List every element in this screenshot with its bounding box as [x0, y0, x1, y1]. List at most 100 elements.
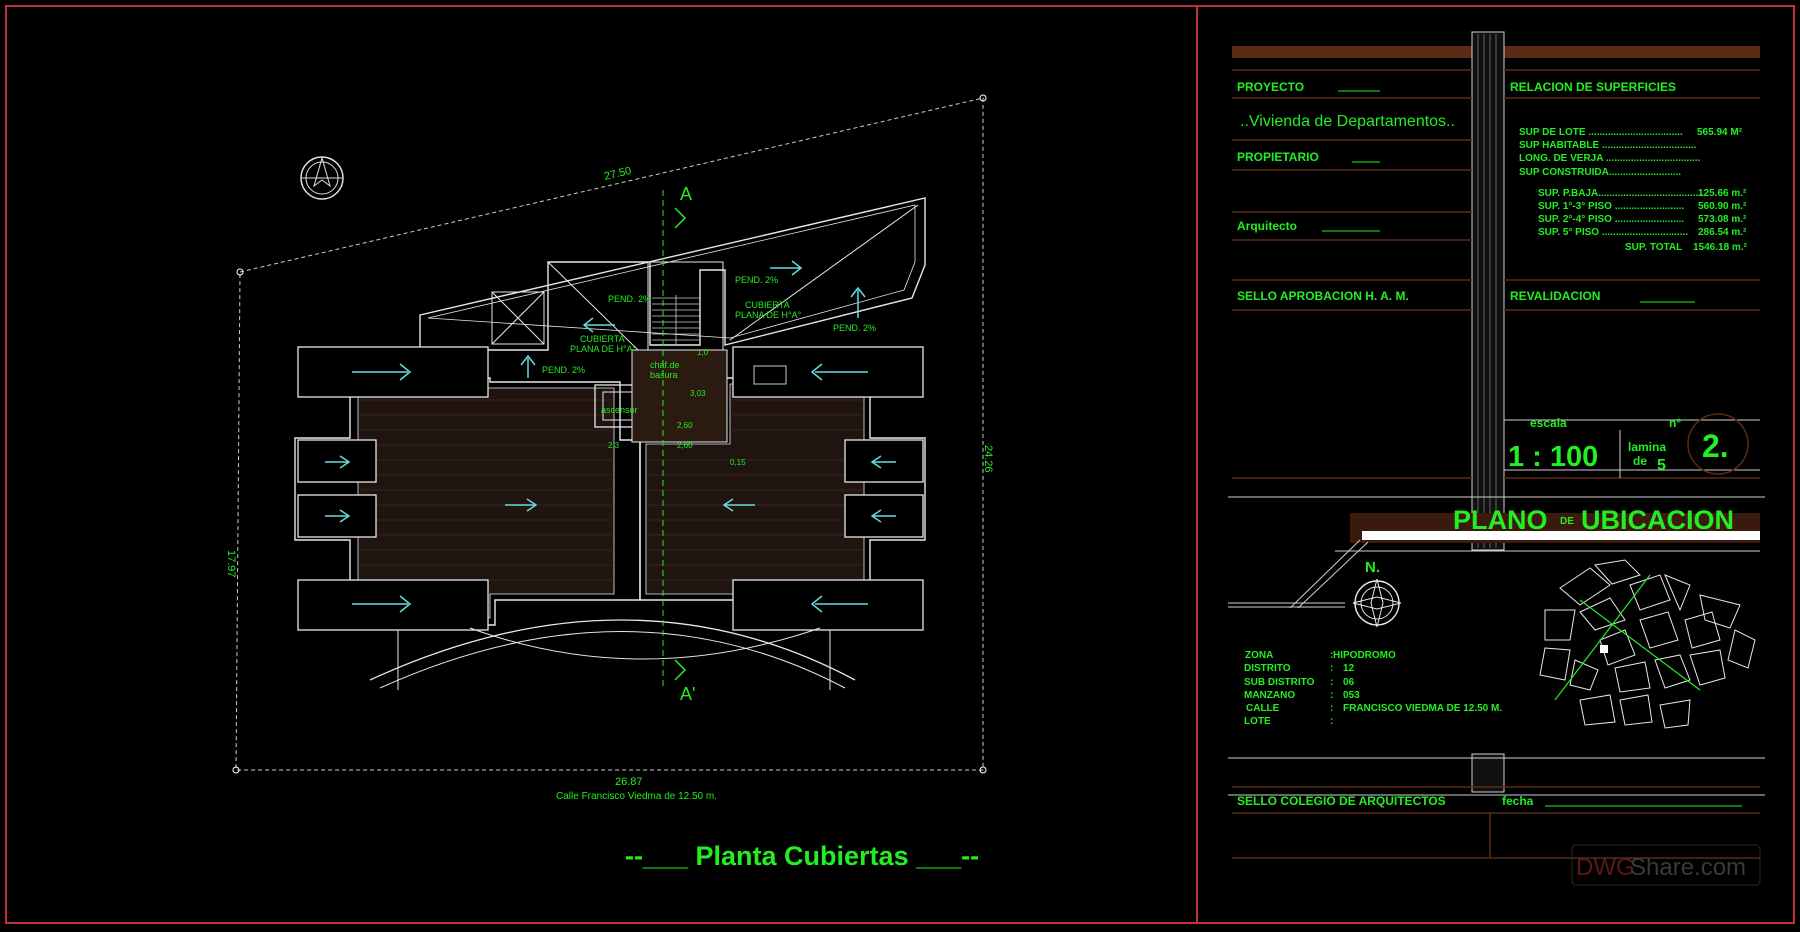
diagonal-line	[729, 204, 919, 341]
roof-label: PLANA DE H°A°	[570, 344, 637, 354]
arrow-left-icon	[722, 498, 755, 512]
roof-plan: A A' PEND. 2% PEND. 2% PEND. 2% PEND. 2%…	[225, 94, 994, 871]
plan-title: --___ Planta Cubiertas ___--	[625, 841, 979, 871]
watermark-logo: DWG	[1576, 854, 1635, 881]
arrow-left-icon	[870, 509, 896, 523]
surface-value: 565.94 M²	[1697, 127, 1743, 138]
slope-label: PEND. 2%	[608, 294, 651, 304]
lot-marker-icon	[1600, 645, 1608, 653]
elevator-label: ascensor	[601, 405, 638, 415]
curved-facade	[369, 619, 856, 681]
svg-text::: :	[1330, 703, 1333, 714]
numero-circle	[1687, 413, 1749, 475]
title-block: PROYECTO ..Vivienda de Departamentos.. P…	[1228, 31, 1765, 886]
location-key: SUB DISTRITO	[1244, 677, 1315, 688]
chimney-label: basura	[650, 370, 678, 380]
dim-label: 2,60	[677, 441, 693, 450]
lamina-label: lamina	[1628, 440, 1666, 454]
floor-value: 560.90 m.²	[1698, 201, 1747, 212]
section-label-a: A	[680, 184, 692, 204]
stair-steps	[652, 295, 700, 345]
curved-canopy	[469, 627, 821, 660]
roof-label: PLANA DE H°A°	[735, 310, 802, 320]
location-map	[1539, 559, 1756, 729]
balcony-right-1	[844, 439, 924, 483]
svg-text::: :	[1330, 690, 1333, 701]
arrow-left-icon	[810, 363, 868, 381]
arrow-up-icon	[850, 286, 866, 318]
road-stripe	[1362, 531, 1760, 540]
propietario-label: PROPIETARIO	[1237, 150, 1319, 164]
surface-label: SUP DE LOTE ............................…	[1519, 127, 1683, 138]
chimney-label: chaf.de	[650, 360, 680, 370]
lot-boundary	[235, 97, 984, 771]
numero-label: n°	[1669, 416, 1681, 430]
floor-label: SUP. P.BAJA.............................…	[1538, 188, 1707, 199]
location-value: HIPODROMO	[1333, 650, 1396, 661]
svg-text::: :	[1330, 716, 1333, 727]
diagonal-line	[547, 261, 641, 353]
dim-top: 27.50	[603, 165, 633, 183]
lamina-value: 5	[1657, 457, 1666, 474]
floor-label: SUP. 1°-3° PISO ........................…	[1538, 201, 1684, 212]
surface-label: SUP CONSTRUIDA..........................	[1519, 167, 1681, 178]
watermark-box	[1571, 844, 1761, 886]
arrow-right-icon	[325, 509, 351, 523]
dim-label: 2,60	[677, 421, 693, 430]
arrow-right-icon	[325, 455, 351, 469]
numero-value: 2.	[1702, 428, 1729, 464]
skylight-box	[491, 291, 545, 345]
arrow-right-icon	[352, 595, 412, 613]
sheet-border	[5, 5, 1795, 924]
location-value: FRANCISCO VIEDMA DE 12.50 M.	[1343, 703, 1502, 714]
relacion-label: RELACION DE SUPERFICIES	[1510, 80, 1676, 94]
location-key: LOTE	[1244, 716, 1271, 727]
section-arrow-icon	[674, 207, 687, 229]
floor-value: 573.08 m.²	[1698, 214, 1747, 225]
upper-roof-inner	[427, 204, 916, 339]
revalidacion-label: REVALIDACION	[1510, 289, 1600, 303]
floor-value: 286.54 m.²	[1698, 227, 1747, 238]
column-post	[1471, 31, 1505, 551]
arrow-right-icon	[770, 260, 803, 276]
location-key: MANZANO	[1244, 690, 1295, 701]
location-value: 06	[1343, 677, 1355, 688]
arrow-left-icon	[870, 455, 896, 469]
north-label: N.	[1365, 559, 1380, 576]
north-arrow-icon	[300, 156, 344, 200]
lot-corner	[232, 766, 240, 774]
slope-label: PEND. 2%	[542, 365, 585, 375]
balconies	[297, 346, 924, 631]
svg-text::: :	[1330, 650, 1333, 661]
location-key: ZONA	[1245, 650, 1273, 661]
floor-value: 125.66 m.²	[1698, 188, 1747, 199]
arrow-up-icon	[520, 354, 536, 378]
stair-landing	[631, 349, 728, 443]
sello-colegio-label: SELLO COLEGIO DE ARQUITECTOS	[1237, 794, 1446, 808]
dim-left: 17.97	[225, 550, 237, 578]
location-value: 12	[1343, 663, 1355, 674]
balcony-bottom-right	[732, 579, 924, 631]
dim-label: 3,03	[690, 389, 706, 398]
svg-text::: :	[1330, 677, 1333, 688]
slope-label: PEND. 2%	[833, 323, 876, 333]
balcony-left-1	[297, 439, 377, 483]
lot-corner	[979, 766, 987, 774]
dim-label: 0,15	[730, 458, 746, 467]
arrow-left-icon	[582, 317, 615, 333]
section-label-a2: A'	[680, 684, 695, 704]
balcony-top-right	[732, 346, 924, 398]
arquitecto-label: Arquitecto	[1237, 219, 1297, 233]
location-key: CALLE	[1246, 703, 1280, 714]
lamina-de: de	[1633, 454, 1647, 468]
drainage-arrows	[325, 260, 896, 613]
plano-title-a: PLANO	[1453, 505, 1548, 535]
roof-hatching	[360, 399, 862, 581]
total-label: SUP. TOTAL	[1625, 242, 1682, 253]
plano-title-b: UBICACION	[1581, 505, 1734, 535]
proyecto-value: ..Vivienda de Departamentos..	[1240, 113, 1455, 130]
section-arrow-icon	[674, 659, 687, 681]
svg-text::: :	[1330, 663, 1333, 674]
compass-icon	[1352, 578, 1402, 628]
